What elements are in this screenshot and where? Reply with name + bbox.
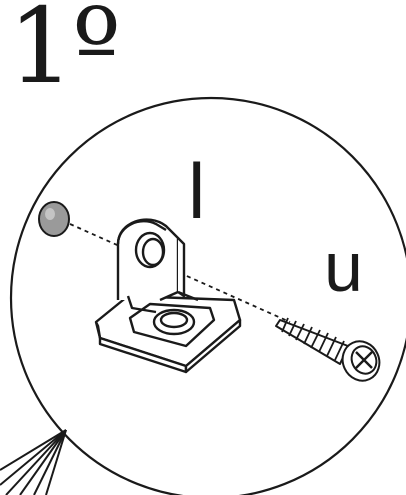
wall-plug-icon bbox=[38, 201, 70, 237]
bracket-part-label: l bbox=[188, 147, 206, 235]
step-number: 1º bbox=[8, 0, 121, 107]
detail-circle bbox=[9, 96, 406, 495]
callout-pointer-icon bbox=[0, 429, 67, 495]
screw-icon bbox=[275, 317, 381, 382]
mounting-bracket-icon bbox=[94, 218, 242, 374]
screw-part-label: u bbox=[324, 228, 363, 306]
